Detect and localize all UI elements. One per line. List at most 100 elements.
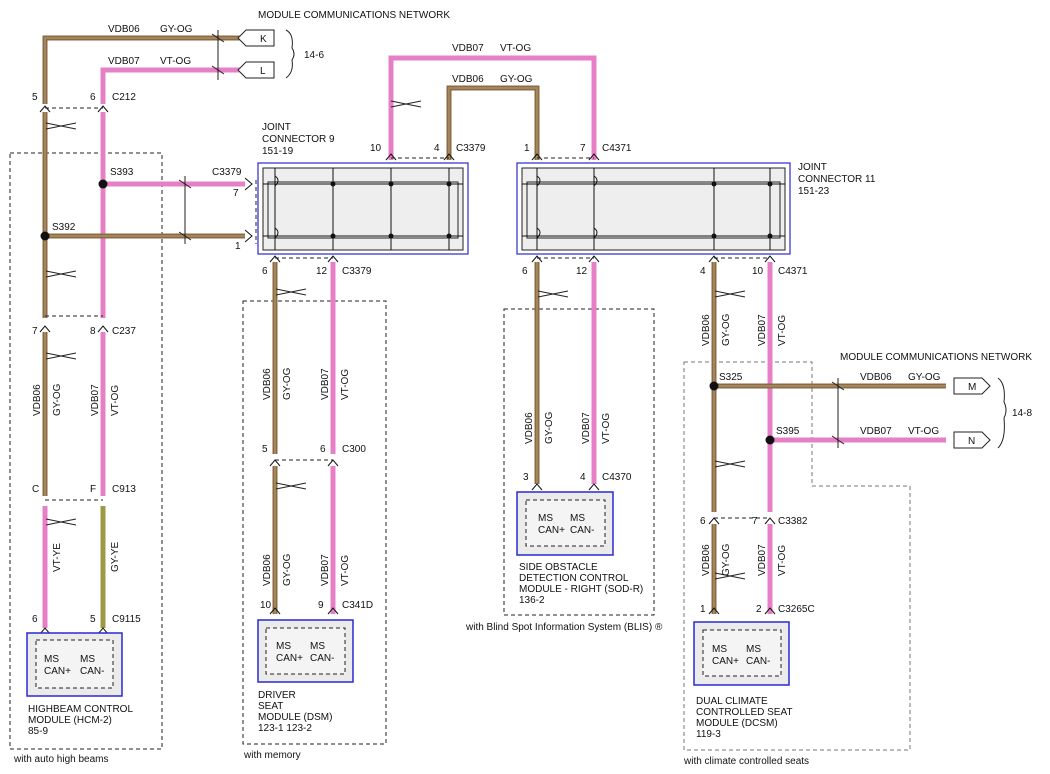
sod-w1: VDB06 bbox=[524, 412, 535, 444]
dcsm-w3: VDB06 bbox=[701, 544, 712, 576]
dcsm-w4: VDB07 bbox=[757, 544, 768, 576]
network-right-w2: VDB07 bbox=[860, 426, 892, 437]
hcm-module-inner bbox=[35, 639, 114, 689]
dsm-c300: C300 bbox=[342, 444, 366, 455]
dcsm-note: with climate controlled seats bbox=[683, 756, 809, 767]
hcm-label-2: MODULE (HCM-2) bbox=[28, 715, 112, 726]
option-box-hcm bbox=[9, 152, 163, 750]
left-pin-5b: 5 bbox=[90, 614, 96, 625]
jc11-title-2: CONNECTOR 11 bbox=[798, 174, 876, 185]
jc9-pin-7: 7 bbox=[233, 188, 239, 199]
dsm-w1: VDB06 bbox=[262, 368, 273, 400]
dsm-wires bbox=[269, 255, 339, 615]
left-c237: C237 bbox=[112, 326, 136, 337]
dcsm-pin-2: 2 bbox=[756, 604, 762, 615]
network-top-title: MODULE COMMUNICATIONS NETWORK bbox=[258, 10, 450, 21]
dsm-pin-6: 6 bbox=[320, 444, 326, 455]
dcsm-w2c: VT-OG bbox=[777, 315, 788, 346]
jc11-pin-12: 12 bbox=[576, 266, 588, 277]
sod-pin-3: 3 bbox=[523, 472, 529, 483]
left-pin-6: 6 bbox=[90, 92, 96, 103]
network-top-pin-k: K bbox=[260, 34, 267, 45]
left-w1: VDB06 bbox=[32, 384, 43, 416]
jc11-pin-4: 4 bbox=[700, 266, 706, 277]
jc9-pin-6: 6 bbox=[262, 266, 268, 277]
dsm-c341d: C341D bbox=[342, 600, 373, 611]
sod-can1: CAN+ bbox=[538, 525, 565, 536]
left-pin-7: 7 bbox=[32, 326, 38, 337]
left-pin-8: 8 bbox=[90, 326, 96, 337]
jc9-pin-4: 4 bbox=[434, 143, 440, 154]
dsm-w2: VDB07 bbox=[320, 368, 331, 400]
sod-pin-4: 4 bbox=[580, 472, 586, 483]
top-mid-wires bbox=[385, 55, 600, 161]
network-right-w2c: VT-OG bbox=[908, 426, 939, 437]
top-mid-w1c: VT-OG bbox=[500, 43, 531, 54]
dcsm-ms2: MS bbox=[746, 644, 761, 655]
network-right-pin-n: N bbox=[968, 436, 975, 447]
option-box-sod bbox=[503, 308, 655, 616]
left-column-wires bbox=[39, 105, 253, 635]
jc11-c4371-bottom: C4371 bbox=[778, 266, 808, 277]
dsm-label-1: DRIVER bbox=[258, 690, 296, 701]
network-right-w1: VDB06 bbox=[860, 372, 892, 383]
left-c212: C212 bbox=[112, 92, 136, 103]
jc9-c3379-left: C3379 bbox=[212, 167, 242, 178]
left-pin-f: F bbox=[90, 484, 96, 495]
dsm-can1: CAN+ bbox=[276, 653, 303, 664]
dcsm-label-1: DUAL CLIMATE bbox=[696, 696, 768, 707]
top-mid-w2: VDB06 bbox=[452, 74, 484, 85]
dcsm-w3c: GY-OG bbox=[721, 543, 732, 576]
sod-label-3: MODULE - RIGHT (SOD-R) bbox=[519, 584, 643, 595]
jc11-pin-7: 7 bbox=[580, 143, 586, 154]
jc9-pin-10: 10 bbox=[370, 143, 382, 154]
network-top-pin-l: L bbox=[260, 66, 266, 77]
dsm-w4c: VT-OG bbox=[340, 555, 351, 586]
dcsm-wires bbox=[708, 255, 1007, 615]
jc9-c3379-bottom: C3379 bbox=[342, 266, 372, 277]
dcsm-can1: CAN+ bbox=[712, 656, 739, 667]
option-box-dsm bbox=[242, 300, 387, 745]
dcsm-s395: S395 bbox=[776, 426, 800, 437]
dsm-pin-9: 9 bbox=[318, 600, 324, 611]
left-c9115: C9115 bbox=[112, 614, 141, 625]
hcm-label-1: HIGHBEAM CONTROL bbox=[28, 704, 133, 715]
dsm-pin-5: 5 bbox=[262, 444, 268, 455]
sod-c4370: C4370 bbox=[602, 472, 632, 483]
dcsm-can2: CAN- bbox=[746, 656, 770, 667]
dcsm-pin-1: 1 bbox=[700, 604, 706, 615]
dsm-note: with memory bbox=[243, 750, 301, 761]
jc11-pin-6: 6 bbox=[522, 266, 528, 277]
dsm-w1c: GY-OG bbox=[282, 367, 293, 400]
jc11-c4371-top: C4371 bbox=[602, 143, 632, 154]
jc9-title-3: 151-19 bbox=[262, 146, 294, 157]
dsm-label-3: MODULE (DSM) bbox=[258, 712, 332, 723]
dcsm-label-2: CONTROLLED SEAT bbox=[696, 707, 793, 718]
dcsm-s325: S325 bbox=[719, 372, 743, 383]
dsm-label-2: SEAT bbox=[258, 701, 283, 712]
dsm-ms2: MS bbox=[310, 641, 325, 652]
left-pin-c: C bbox=[32, 484, 39, 495]
jc9-title-2: CONNECTOR 9 bbox=[262, 134, 335, 145]
dcsm-pin-7: 7 bbox=[752, 516, 758, 527]
dcsm-w4c: VT-OG bbox=[777, 545, 788, 576]
dcsm-ms1: MS bbox=[712, 644, 727, 655]
network-top-wires bbox=[42, 29, 295, 104]
hcm-label-3: 85-9 bbox=[28, 726, 48, 737]
jc11-pin-1: 1 bbox=[524, 143, 530, 154]
left-w2: VDB07 bbox=[90, 384, 101, 416]
jc11-title-3: 151-23 bbox=[798, 186, 830, 197]
network-right-pin-m: M bbox=[968, 382, 976, 393]
left-s392: S392 bbox=[52, 222, 76, 233]
dcsm-label-3: MODULE (DCSM) bbox=[696, 718, 778, 729]
jc9-title-1: JOINT bbox=[262, 122, 291, 133]
left-w3: VT-YE bbox=[52, 543, 63, 572]
joint-connector-9 bbox=[255, 162, 469, 255]
jc11-title-1: JOINT bbox=[798, 162, 827, 173]
network-top-w2-circuit: VDB07 bbox=[108, 56, 140, 67]
option-box-dcsm bbox=[683, 361, 911, 751]
dsm-w2c: VT-OG bbox=[340, 369, 351, 400]
dsm-pin-10: 10 bbox=[260, 600, 272, 611]
sod-note: with Blind Spot Information System (BLIS… bbox=[465, 622, 663, 633]
